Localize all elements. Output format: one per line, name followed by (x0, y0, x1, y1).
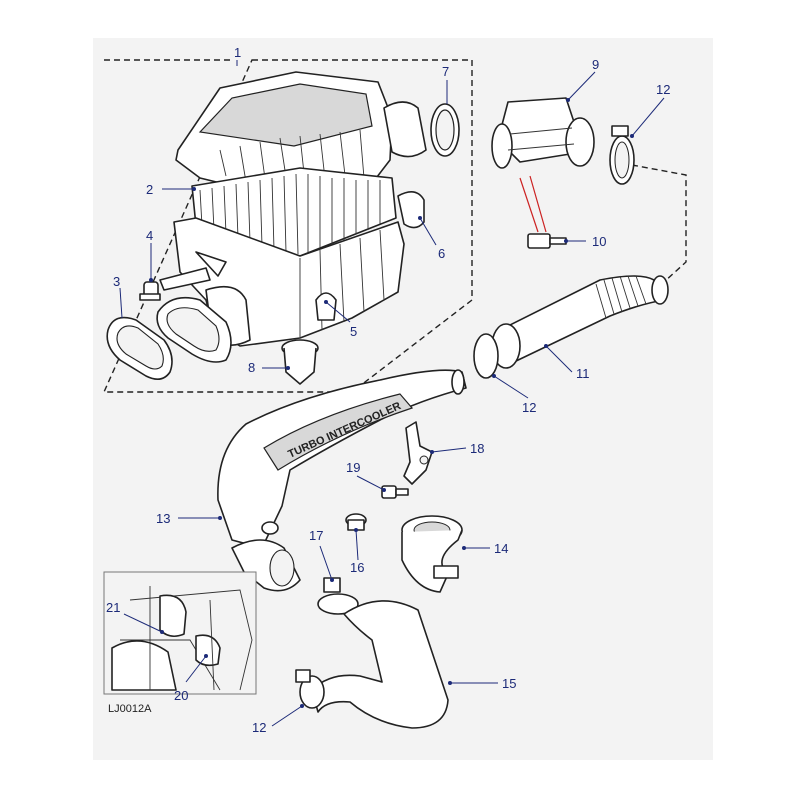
turbo-intake-hose (311, 600, 449, 729)
housing-inlet-seal (106, 316, 173, 380)
callout-18: 18 (470, 441, 484, 456)
callout-20: 20 (174, 688, 188, 703)
leader-21 (123, 613, 163, 633)
callout-6: 6 (438, 246, 445, 261)
leader-16 (355, 529, 359, 561)
bracket-bolt (381, 485, 409, 499)
fixing-leader-left (519, 177, 539, 233)
mass-air-flow-meter (491, 97, 595, 169)
air-filter-element (191, 167, 397, 257)
callout-17: 17 (309, 528, 323, 543)
callout-12-lower: 12 (252, 720, 266, 735)
leader-9 (567, 71, 596, 101)
mass-air-flow-connection-line (631, 164, 687, 283)
callout-10: 10 (592, 234, 606, 249)
callout-16: 16 (350, 560, 364, 575)
leader-11 (545, 345, 573, 373)
callout-2: 2 (146, 182, 153, 197)
leader-5 (325, 301, 351, 323)
hose-clip-lower (317, 577, 359, 615)
leader-12b (493, 375, 529, 399)
hose-clip-upper (609, 125, 635, 185)
hose-clip-middle (473, 333, 499, 379)
callout-4: 4 (146, 228, 153, 243)
callout-12-middle: 12 (522, 400, 536, 415)
callout-7: 7 (442, 64, 449, 79)
callout-3: 3 (113, 274, 120, 289)
fixing-leader-right (529, 175, 547, 233)
housing-clip (315, 292, 337, 321)
callout-19: 19 (346, 460, 360, 475)
detail-inset (103, 571, 257, 695)
callout-9: 9 (592, 57, 599, 72)
leader-12c (271, 705, 303, 727)
leader-17 (319, 545, 333, 581)
callout-13: 13 (156, 511, 170, 526)
air-intake-hose (491, 275, 669, 369)
meter-fixing-bolt (527, 233, 567, 249)
callout-11: 11 (576, 366, 590, 381)
callout-1: 1 (234, 45, 241, 60)
lid-retaining-clip (397, 191, 425, 229)
air-cleaner-assembly-box (102, 59, 473, 393)
callout-12-upper: 12 (656, 82, 670, 97)
leader-18 (431, 447, 467, 453)
callout-15: 15 (502, 676, 516, 691)
turbo-outlet-adaptor (401, 515, 463, 593)
pipe-bracket (403, 421, 433, 485)
callout-8: 8 (248, 360, 255, 375)
leader-3 (119, 287, 123, 319)
callout-14: 14 (494, 541, 508, 556)
mounting-grommet (139, 281, 161, 301)
callout-5: 5 (350, 324, 357, 339)
drain-valve (281, 339, 319, 385)
duct-grommet (345, 513, 367, 531)
hose-clip-bottom (295, 669, 325, 709)
callout-21: 21 (106, 600, 120, 615)
leader-6 (419, 217, 437, 246)
reference-code: LJ0012A (108, 703, 152, 715)
leader-19 (356, 475, 385, 491)
air-cleaner-lid (175, 71, 427, 201)
leader-12a (631, 97, 665, 137)
leader-20 (185, 655, 207, 683)
housing-inlet-duct (156, 296, 232, 363)
